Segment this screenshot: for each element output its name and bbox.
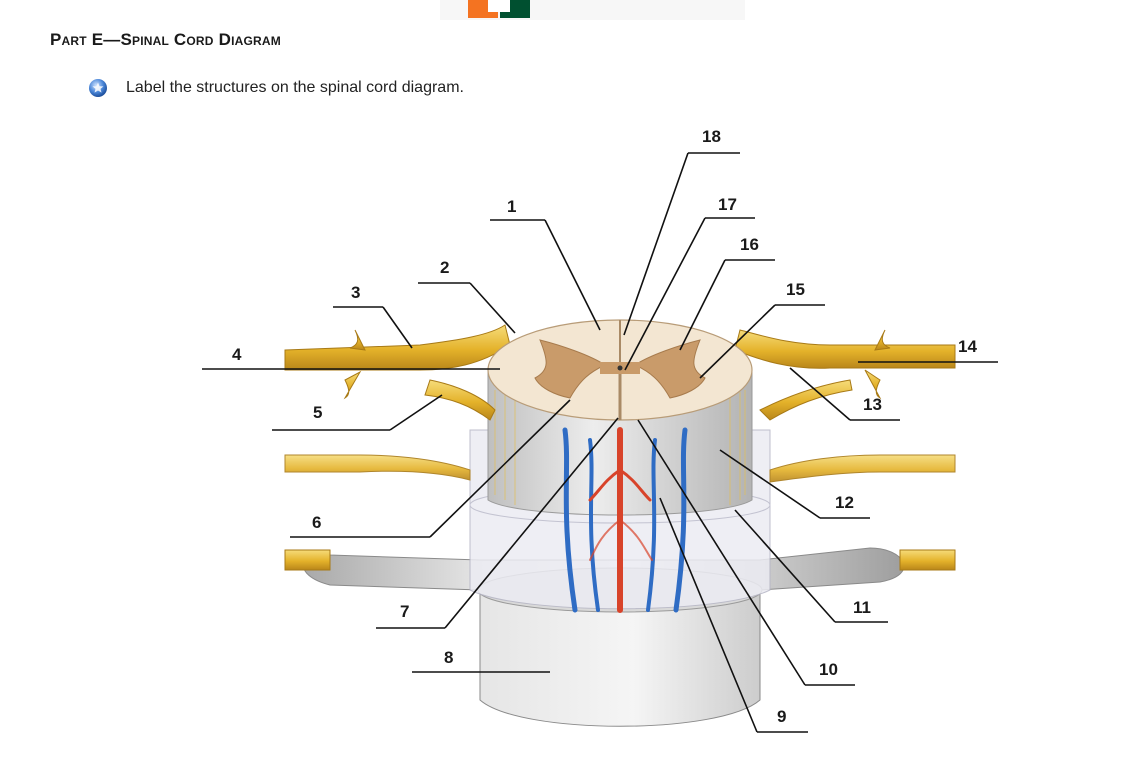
spinal-nerves	[284, 324, 956, 571]
label-13: 13	[863, 395, 882, 414]
label-1: 1	[507, 197, 516, 216]
label-3: 3	[351, 283, 360, 302]
label-16: 16	[740, 235, 759, 254]
label-4: 4	[232, 345, 242, 364]
label-5: 5	[313, 403, 322, 422]
section-heading: Part E—Spinal Cord Diagram	[50, 30, 281, 49]
label-8: 8	[444, 648, 453, 667]
leader-lines	[202, 152, 998, 733]
blood-vessels	[562, 427, 688, 613]
blue-bullet-icon	[89, 79, 107, 97]
label-7: 7	[400, 602, 409, 621]
label-12: 12	[835, 493, 854, 512]
label-2: 2	[440, 258, 449, 277]
instruction-text: Label the structures on the spinal cord …	[126, 79, 464, 96]
label-10: 10	[819, 660, 838, 679]
label-numbers: 1 2 3 4 5 6 7 8 9 10 11 12 13 14 15 16 1…	[232, 127, 977, 726]
cord-cross-section	[487, 319, 753, 421]
label-14: 14	[958, 337, 977, 356]
label-18: 18	[702, 127, 721, 146]
instruction-row: Label the structures on the spinal cord …	[88, 78, 464, 98]
label-15: 15	[786, 280, 805, 299]
label-6: 6	[312, 513, 321, 532]
label-9: 9	[777, 707, 786, 726]
label-17: 17	[718, 195, 737, 214]
university-logo-icon	[468, 0, 530, 18]
label-11: 11	[853, 598, 871, 617]
